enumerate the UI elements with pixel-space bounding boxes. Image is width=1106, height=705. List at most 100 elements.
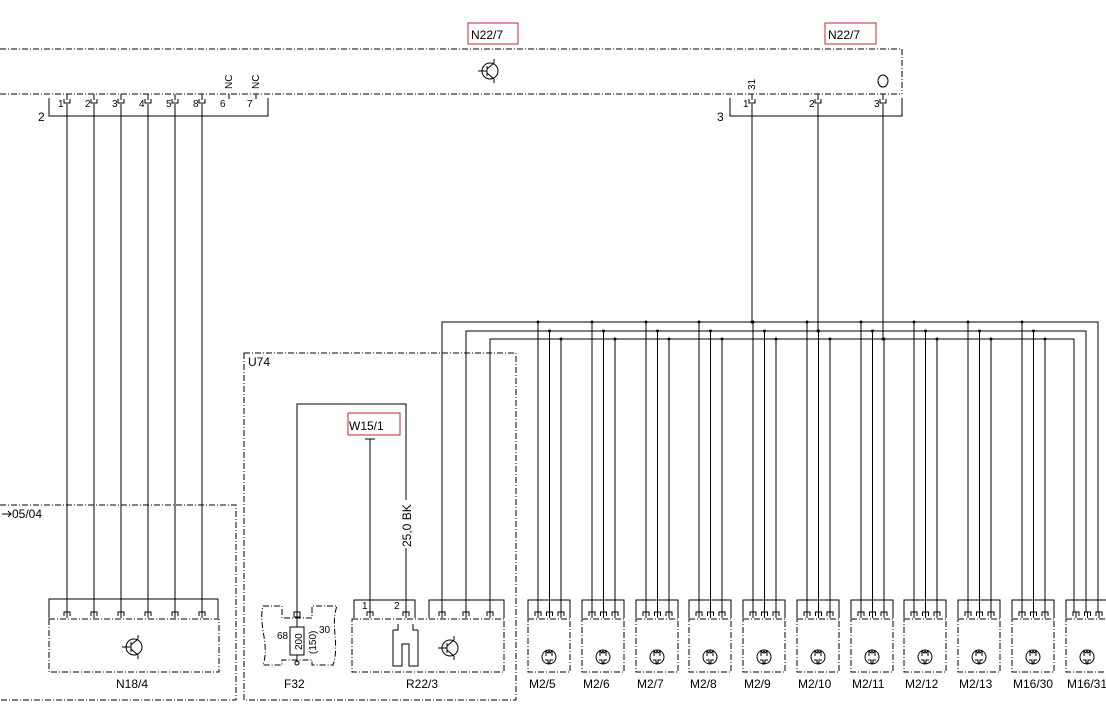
connector-pin [1041, 611, 1049, 618]
fuse-rating: 200 [294, 633, 305, 650]
connector-pin [198, 94, 206, 104]
connector-pin [144, 94, 152, 104]
plus-terminal-icon [877, 74, 889, 88]
connector-pin [1030, 611, 1037, 618]
connector-pin [144, 611, 152, 618]
motor-label: M2/8 [690, 677, 717, 691]
n18-4-group-border [0, 504, 237, 701]
connector-pin [63, 611, 71, 618]
connector-pin [1095, 611, 1103, 618]
wire-spec-label: 25,0 BK [400, 504, 414, 547]
motor-label: M2/7 [637, 677, 664, 691]
connector-pin [814, 94, 822, 104]
connector-pin [63, 94, 71, 104]
fuse-terminal-right: 30 [319, 625, 331, 636]
connector-pin [695, 611, 703, 618]
motor-icon [595, 649, 611, 665]
motor-m2-8: M2/8 [688, 599, 732, 691]
connector-pin [933, 611, 941, 618]
heater-unit-r22-3: 1 2 R22/3 [351, 599, 505, 691]
cross-reference-label[interactable]: 05/04 [12, 507, 42, 521]
motor-m2-12: M2/12 [903, 599, 947, 691]
ref-label-n22-7-left[interactable]: N22/7 [467, 22, 519, 45]
ref-text: N22/7 [828, 28, 860, 42]
pin-number: 2 [809, 99, 815, 110]
connector-pin [402, 611, 410, 618]
connector-pin [880, 611, 888, 618]
nc-pin: NC [251, 75, 262, 99]
u74-border [243, 352, 517, 701]
connector-pin [654, 611, 661, 618]
connector-pin [707, 611, 714, 618]
connector-pin [171, 611, 179, 618]
ref-label-w15-1[interactable]: W15/1 [347, 412, 401, 436]
pin-mark-31: 31 [747, 78, 758, 90]
nc-label: NC [224, 75, 235, 89]
module-label: N18/4 [116, 677, 148, 691]
connector-pin [611, 611, 619, 618]
connector-pin [438, 611, 446, 618]
connector-pin [665, 611, 673, 618]
connector-pin [557, 611, 565, 618]
pin-number: 8 [193, 99, 199, 110]
motor-m2-9: M2/9 [742, 599, 786, 691]
motor-label: M2/12 [905, 677, 939, 691]
connector-pin [1018, 611, 1026, 618]
group-u74: U74 25,0 BK W15/1 200 (150) 68 30 F32 [243, 352, 517, 701]
connector-pin [1072, 611, 1080, 618]
transistor-icon [122, 635, 143, 659]
connector-number: 2 [38, 110, 45, 124]
motor-icon [756, 649, 772, 665]
fuse-terminal-left: 68 [277, 631, 289, 642]
motor-label: M2/6 [583, 677, 610, 691]
motor-label: M2/13 [959, 677, 993, 691]
connector-pin [171, 94, 179, 104]
arrow-right-icon [2, 510, 12, 518]
motor-icon [541, 649, 557, 665]
heater-element-icon [392, 624, 419, 667]
connector-pin [857, 611, 865, 618]
motor-label: M16/30 [1013, 677, 1053, 691]
connector-pin [964, 611, 972, 618]
motor-label: M16/31 [1067, 677, 1106, 691]
connector-pin [772, 611, 780, 618]
connector-pin [718, 611, 726, 618]
motor-m16-31: M16/31 [1065, 599, 1106, 691]
wires-to-n18-4 [66, 104, 203, 612]
connector-pin [1084, 611, 1091, 618]
motor-m16-30: M16/30 [1011, 599, 1055, 691]
bus-line-2 [465, 330, 1087, 612]
motor-icon [649, 649, 665, 665]
u74-label: U74 [248, 355, 270, 369]
pin-number: 3 [112, 99, 118, 110]
ref-label-n22-7-right[interactable]: N22/7 [824, 22, 877, 45]
connector-pin [534, 611, 542, 618]
pin-number: 2 [85, 99, 91, 110]
pin-number: 7 [247, 99, 253, 110]
nc-pin: NC [224, 75, 235, 99]
connector-pin [749, 611, 757, 618]
pin-number: 1 [743, 99, 749, 110]
connector-pin [117, 94, 125, 104]
connector-pin [642, 611, 650, 618]
motor-label: M2/11 [852, 677, 885, 691]
fuse-f32: 200 (150) 68 30 F32 [261, 605, 338, 691]
motor-icon [810, 649, 826, 665]
motor-m2-5: M2/5 [527, 599, 571, 691]
ref-text: W15/1 [349, 419, 384, 433]
connector-pin [90, 94, 98, 104]
motor-icon [864, 649, 880, 665]
pin-label: 2 [394, 601, 400, 612]
ref-text: N22/7 [471, 28, 503, 42]
pin-label: 1 [362, 601, 368, 612]
heater-unit-label: R22/3 [406, 677, 438, 691]
motor-label: M2/9 [744, 677, 771, 691]
connector-pin [198, 611, 206, 618]
motor-label: M2/10 [798, 677, 832, 691]
connector-pin [987, 611, 995, 618]
motor-m2-7: M2/7 [635, 599, 679, 691]
pin-number: 6 [220, 99, 226, 110]
